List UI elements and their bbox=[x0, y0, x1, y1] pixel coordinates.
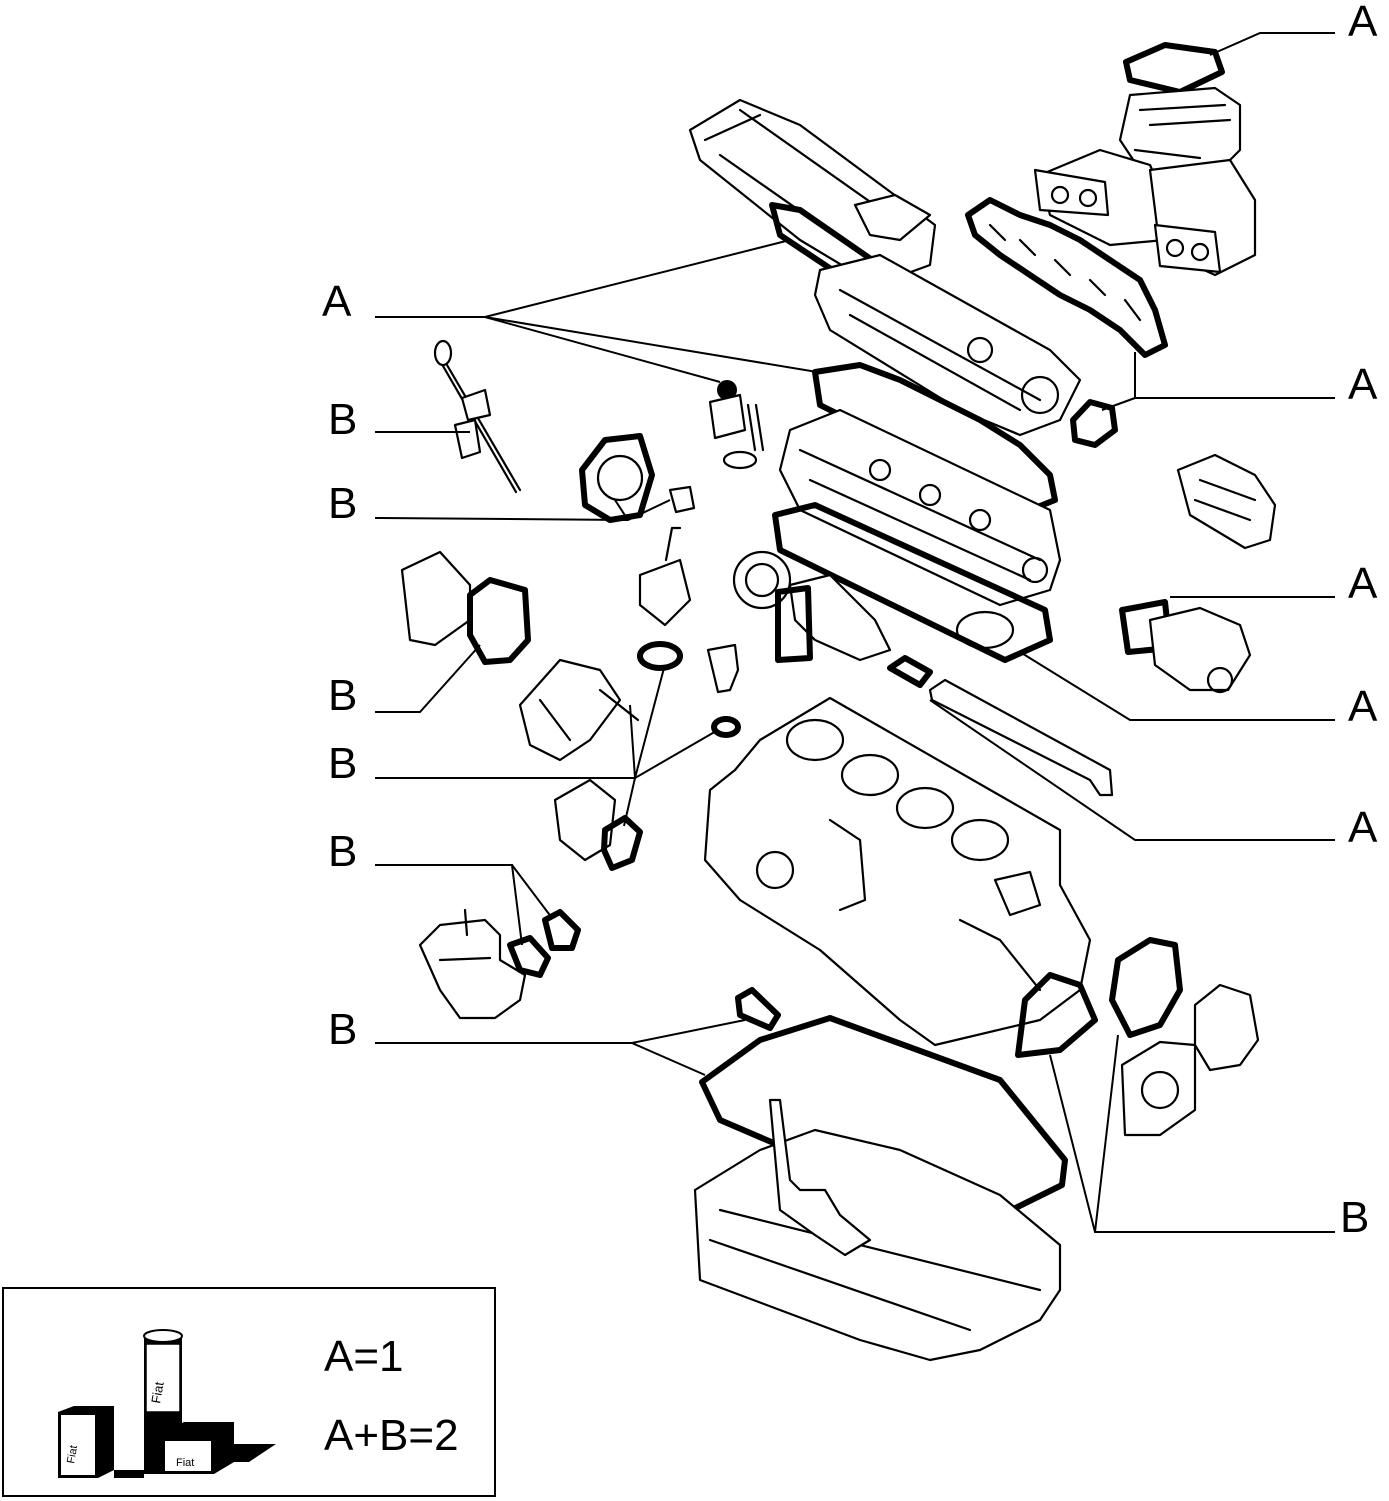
water-pipe bbox=[887, 655, 1114, 797]
cylinder-head bbox=[778, 408, 1062, 607]
package-brand-right: Fiat bbox=[176, 1457, 194, 1469]
callout-a-head-gasket: A bbox=[1348, 682, 1378, 731]
carburettor-assembly bbox=[1033, 42, 1257, 277]
rear-cover bbox=[1120, 983, 1260, 1137]
small-plug bbox=[668, 485, 696, 514]
water-pump bbox=[732, 550, 892, 663]
package-brand-left: Fiat bbox=[65, 1444, 80, 1464]
legend-a-equals-1: A=1 bbox=[324, 1332, 404, 1381]
thermostat-seal bbox=[1070, 399, 1118, 448]
timing-bracket bbox=[518, 658, 640, 762]
rear-cover-gasket bbox=[1109, 937, 1183, 1038]
callout-b-front-cover: B bbox=[328, 479, 358, 528]
valve-and-stem-seal bbox=[708, 380, 765, 470]
exhaust-manifold-gasket bbox=[965, 197, 1168, 358]
leader-lines bbox=[374, 32, 1335, 1233]
dipstick bbox=[433, 339, 522, 494]
head-gasket bbox=[772, 502, 1053, 663]
water-outlet bbox=[1119, 599, 1252, 694]
thermostat-housing bbox=[1176, 453, 1277, 550]
camshaft-housing bbox=[813, 253, 1082, 437]
callout-b-seals: B bbox=[328, 739, 358, 788]
callout-b-sump: B bbox=[328, 1005, 358, 1054]
legend-a-plus-b-equals-2: A+B=2 bbox=[324, 1411, 459, 1460]
front-cover-gasket bbox=[579, 433, 655, 523]
small-seal bbox=[711, 716, 741, 738]
sensor-housing bbox=[638, 526, 692, 627]
engine-block bbox=[703, 696, 1092, 1047]
callout-a-carburettor: A bbox=[1348, 0, 1378, 46]
callout-a-outlet: A bbox=[1348, 559, 1378, 608]
package-brand-can: Fiat bbox=[148, 1380, 167, 1404]
oil-pump-gasket bbox=[735, 987, 781, 1031]
callout-b-rear-seal: B bbox=[1340, 1193, 1370, 1242]
callout-b-side-cover: B bbox=[328, 671, 358, 720]
callout-a-exhaust: A bbox=[1348, 360, 1378, 409]
tappet bbox=[706, 643, 740, 694]
callout-b-fuel-pump: B bbox=[328, 827, 358, 876]
seal-ring bbox=[637, 641, 683, 671]
side-cover bbox=[400, 550, 531, 665]
callout-a-pipe: A bbox=[1348, 803, 1378, 852]
fuel-pump bbox=[418, 908, 581, 1020]
callout-b-dipstick: B bbox=[328, 395, 358, 444]
callout-a-rocker: A bbox=[322, 277, 352, 326]
oil-pump bbox=[553, 778, 643, 871]
legend-box: Fiat Fiat Fiat A=1 A+B=2 bbox=[2, 1287, 496, 1497]
fiat-packages-icon: Fiat Fiat Fiat bbox=[58, 1329, 276, 1478]
rear-crank-seal bbox=[1015, 972, 1098, 1058]
oil-pan bbox=[693, 1098, 1062, 1362]
